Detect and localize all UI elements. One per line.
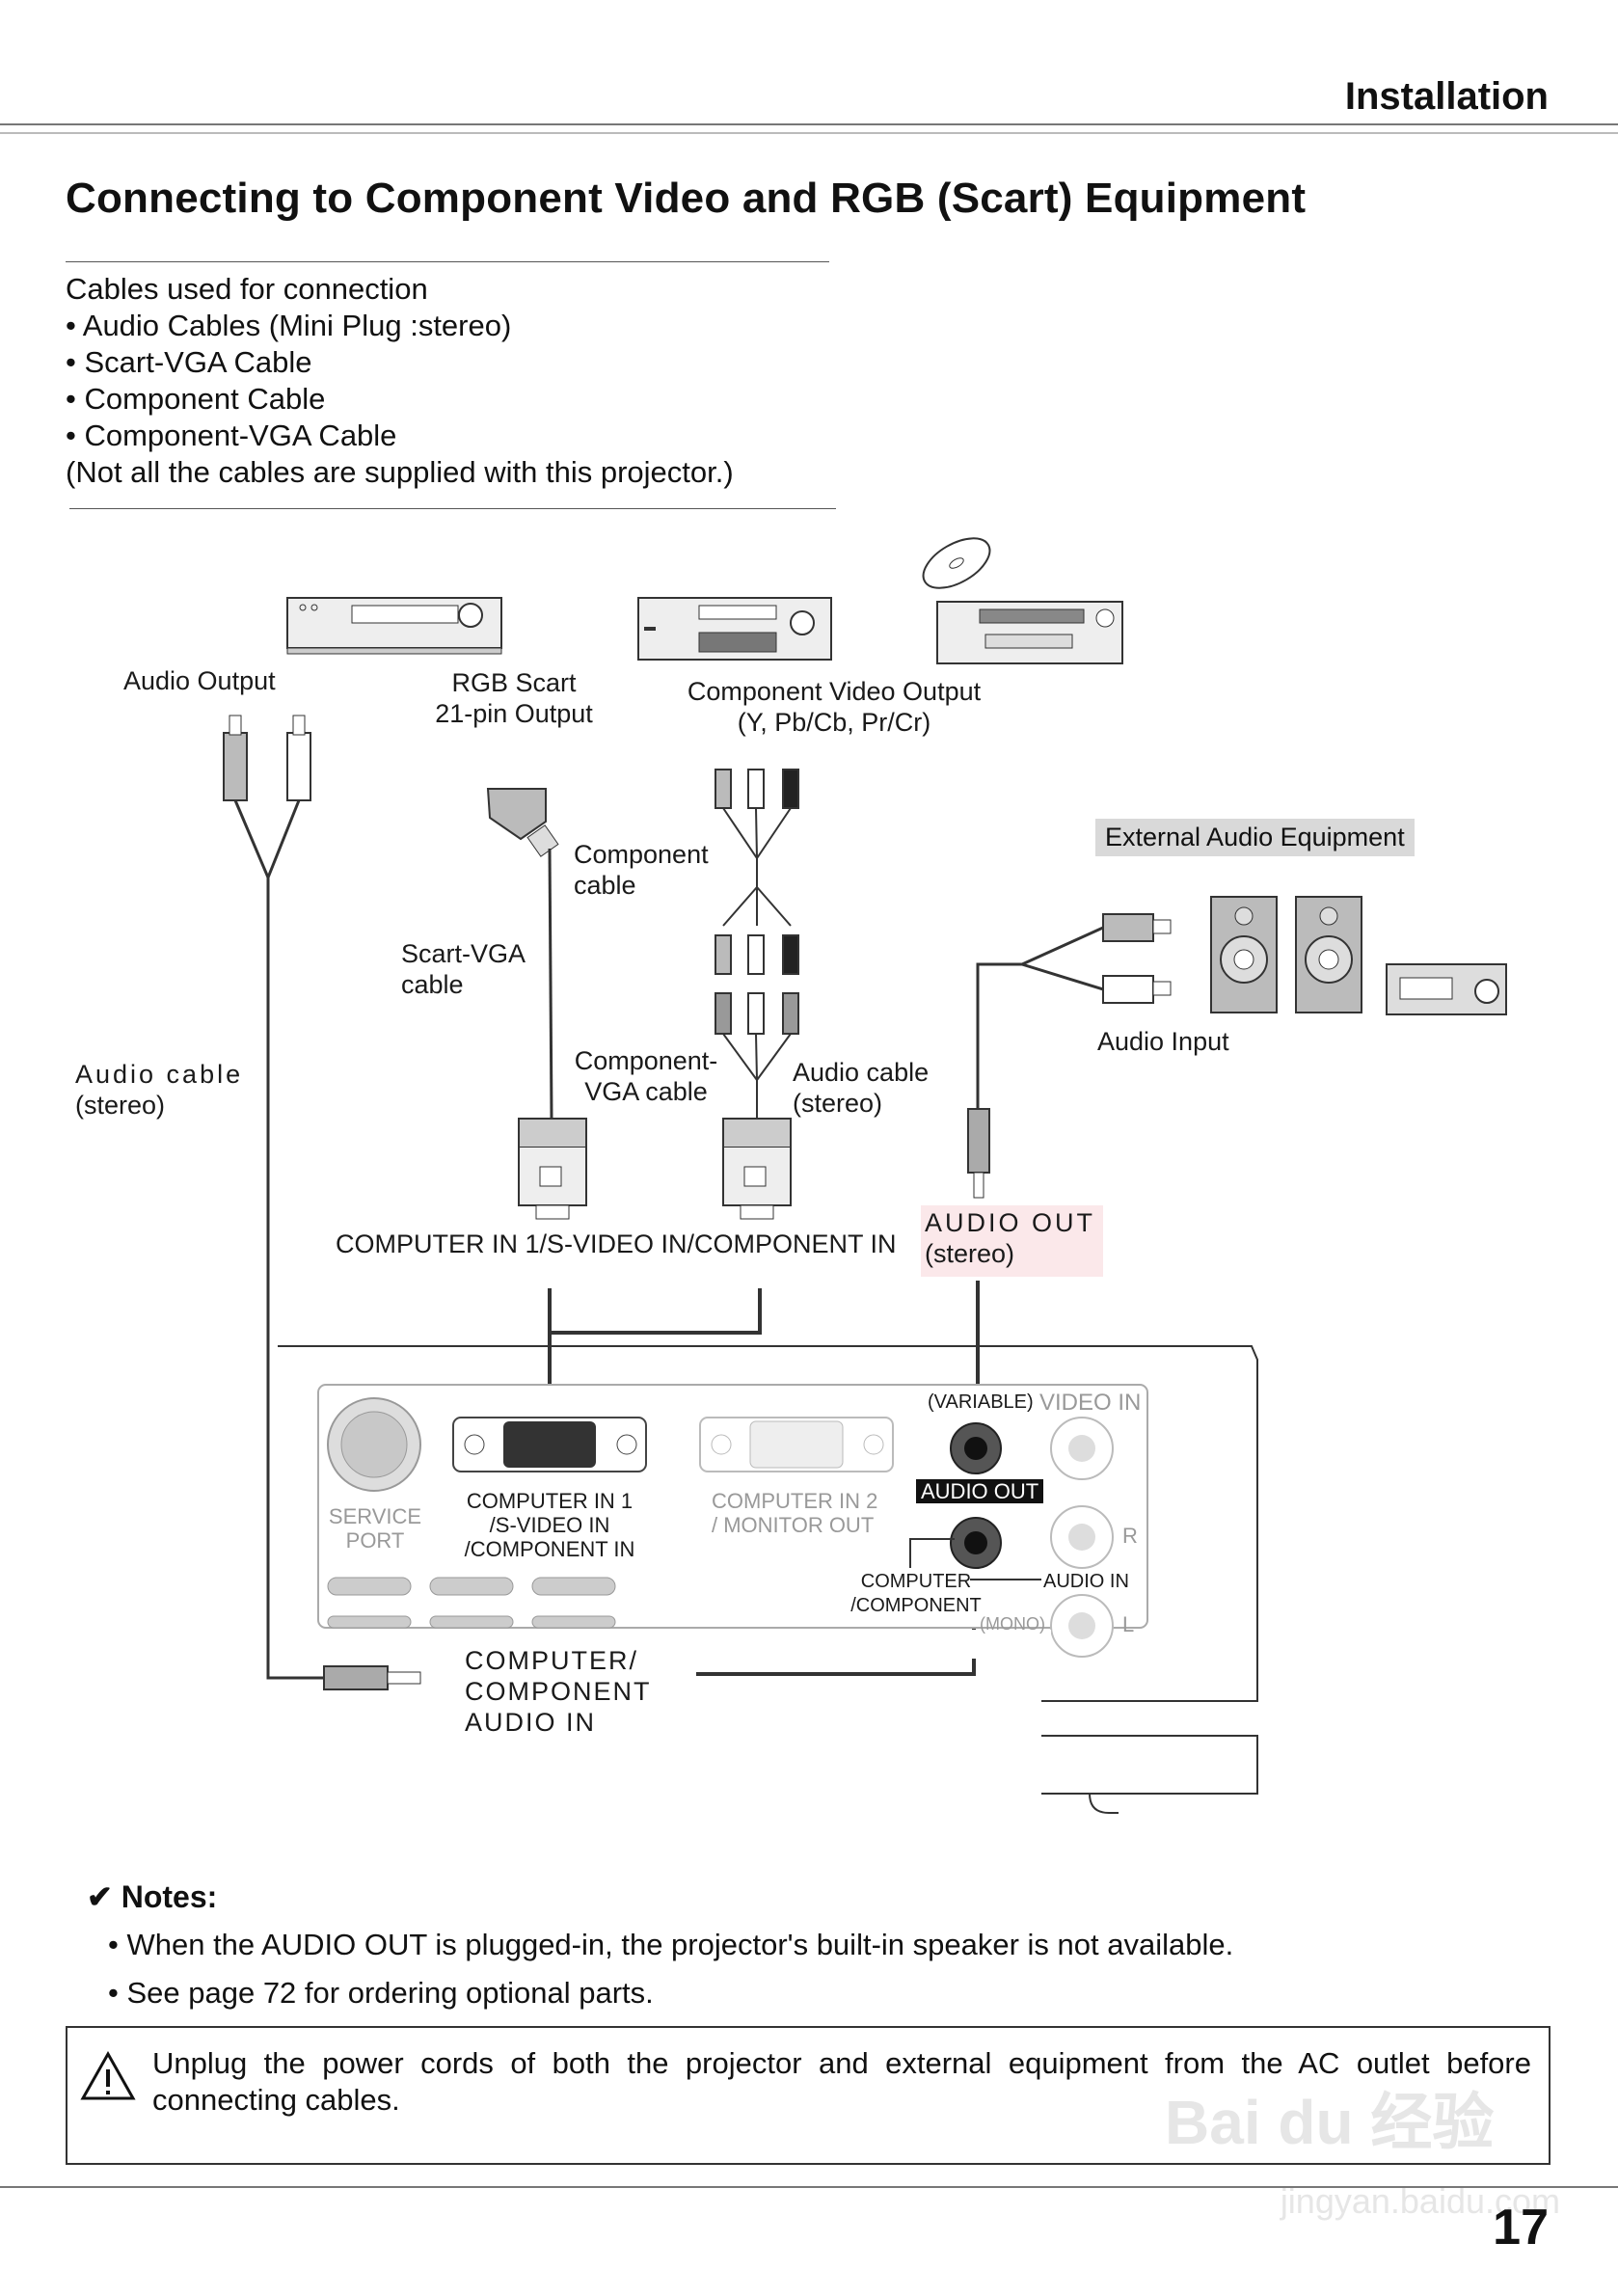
dvd-player-icon: [637, 597, 832, 661]
cable-item: Scart-VGA Cable: [66, 344, 734, 381]
disc-player-icon: [922, 537, 1123, 664]
baidu-watermark-logo: Bai du 经验: [1165, 2088, 1495, 2157]
cable-item: Component-VGA Cable: [66, 418, 734, 454]
notes-heading: ✔ Notes:: [87, 1879, 218, 1914]
audio-cable-left: [223, 715, 421, 1690]
footer-rule: [0, 2186, 1618, 2188]
cables-note: (Not all the cables are supplied with th…: [66, 455, 734, 489]
warning-triangle-icon: [80, 2050, 136, 2100]
cables-top-rule: [66, 261, 829, 262]
vcr-device-icon: [286, 597, 502, 655]
speaker-icon: [1210, 896, 1278, 1013]
cables-list: Audio Cables (Mini Plug :stereo) Scart-V…: [66, 308, 734, 454]
cable-item: Component Cable: [66, 381, 734, 418]
component-cable: [715, 769, 799, 1220]
warning-box: Unplug the power cords of both the proje…: [66, 2026, 1551, 2165]
projector-panel: [278, 1345, 1258, 1814]
header-rule: [0, 123, 1618, 125]
audio-cable-right: [967, 913, 1172, 1199]
note-item: See page 72 for ordering optional parts.: [108, 1969, 1233, 2017]
page-title: Connecting to Component Video and RGB (S…: [66, 175, 1307, 222]
header-rule-secondary: [0, 132, 1618, 134]
speaker-icon: [1295, 896, 1362, 1013]
note-item: When the AUDIO OUT is plugged-in, the pr…: [108, 1921, 1233, 1969]
section-heading: Installation: [1344, 75, 1549, 118]
cables-used-block: Cables used for connection Audio Cables …: [66, 271, 734, 491]
scart-vga-cable: [486, 788, 587, 1220]
cables-heading: Cables used for connection: [66, 272, 428, 306]
cables-bottom-rule: [69, 508, 836, 509]
amplifier-icon: [1386, 963, 1507, 1015]
notes-list: When the AUDIO OUT is plugged-in, the pr…: [108, 1921, 1233, 2017]
cable-item: Audio Cables (Mini Plug :stereo): [66, 308, 734, 344]
page-number: 17: [1493, 2200, 1549, 2255]
warning-text: Unplug the power cords of both the proje…: [152, 2046, 1531, 2117]
